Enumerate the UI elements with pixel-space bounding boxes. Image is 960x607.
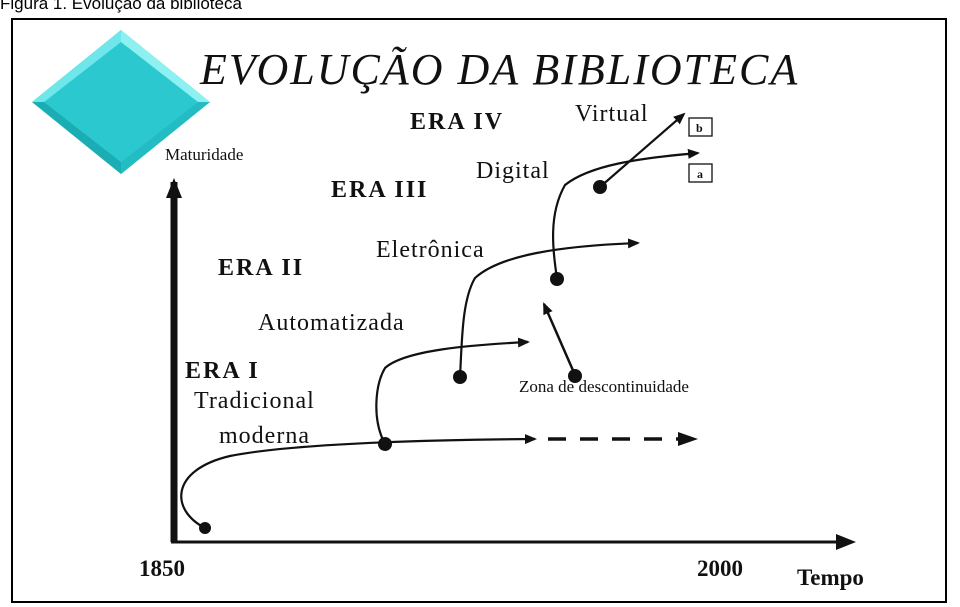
era-1-label: ERA I [185,358,260,384]
stage-moderna-label: moderna [219,423,310,449]
figure-frame [11,18,947,603]
stage-tradicional-label: Tradicional [194,388,315,414]
marker-b-label: b [696,121,703,135]
x-axis-end-label: 2000 [697,556,743,581]
x-axis-start-label: 1850 [139,556,185,581]
point-discontinuity [568,369,582,383]
point-1850 [199,522,211,534]
dashed-arrowhead [678,432,698,446]
stage-virtual-label: Virtual [575,101,649,127]
era-2-label: ERA II [218,255,304,281]
figure-caption: Figura 1. Evolução da biblioteca [0,0,242,13]
point-digital-start [550,272,564,286]
curve-tradicional [180,434,537,529]
marker-b: b [688,117,713,137]
curve-automatizada [375,337,530,445]
y-axis-label: Maturidade [165,145,243,164]
arrow-virtual [599,112,686,188]
stage-automatizada-label: Automatizada [258,310,405,336]
stage-digital-label: Digital [476,158,550,184]
stage-eletronica-label: Eletrônica [376,237,485,263]
point-eletronica-start [453,370,467,384]
era-3-label: ERA III [331,177,428,203]
point-automatizada-start [378,437,392,451]
marker-a-label: a [697,167,703,181]
diamond-logo [32,30,210,174]
diagram-title: EVOLUÇÃO DA BIBLIOTECA [199,45,799,94]
curve-eletronica [458,238,640,378]
era-4-label: ERA IV [410,109,504,135]
discontinuity-label: Zona de descontinuidade [519,377,689,396]
arrow-discontinuity [542,302,577,376]
x-axis-label: Tempo [797,565,864,590]
curve-digital [552,148,700,280]
marker-a: a [688,163,713,183]
point-virtual-start [593,180,607,194]
